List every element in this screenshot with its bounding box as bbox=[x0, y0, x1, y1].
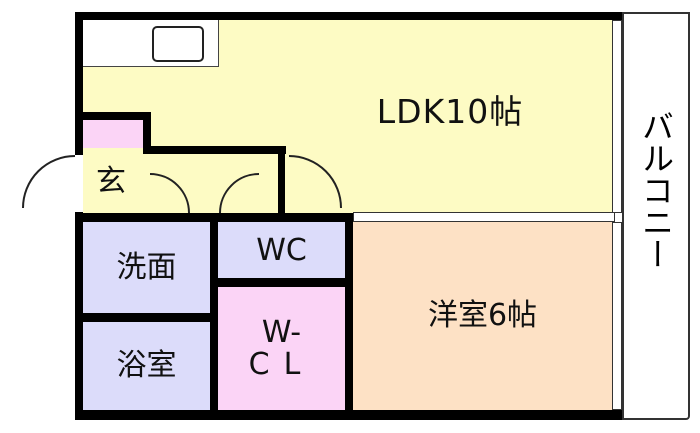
wc-label: WC bbox=[256, 232, 307, 268]
ldk-label: LDK10帖 bbox=[376, 92, 524, 132]
wall-bottom bbox=[75, 410, 622, 420]
western-room: 洋室6帖 bbox=[353, 222, 612, 410]
wall-left-upper bbox=[75, 12, 83, 155]
wall-wash-bath bbox=[83, 313, 210, 322]
wall-wc-wcl bbox=[218, 278, 345, 287]
bath-room: 浴室 bbox=[83, 322, 210, 410]
sliding-window-western bbox=[612, 222, 622, 410]
sliding-window-ldk bbox=[612, 20, 622, 213]
washroom-label: 洗面 bbox=[116, 249, 177, 285]
balcony bbox=[622, 12, 690, 420]
wall-wcl-western bbox=[345, 213, 353, 413]
wcl-label-2: CL bbox=[248, 346, 315, 382]
wcl-label-1: W- bbox=[261, 315, 302, 350]
balcony-label: バルコニー bbox=[637, 110, 675, 270]
wall-entrance-side bbox=[278, 146, 285, 213]
wall-wet-divider bbox=[210, 213, 218, 413]
wall-left-lower bbox=[75, 212, 83, 420]
entrance-label: 玄 bbox=[96, 164, 126, 200]
wc-room: WC bbox=[218, 222, 345, 279]
wall-shoe-side bbox=[143, 112, 151, 154]
wall-shoe-top bbox=[83, 112, 150, 120]
wall-entrance-top bbox=[143, 146, 286, 154]
wall-top bbox=[75, 12, 622, 20]
washroom-room: 洗面 bbox=[83, 222, 210, 313]
sink-icon bbox=[152, 26, 204, 62]
bath-label: 浴室 bbox=[116, 348, 177, 384]
shoe-cabinet bbox=[83, 120, 143, 148]
walk-in-closet: W- CL bbox=[218, 287, 345, 410]
ldk-western-partition bbox=[353, 212, 615, 222]
western-label: 洋室6帖 bbox=[427, 298, 538, 334]
